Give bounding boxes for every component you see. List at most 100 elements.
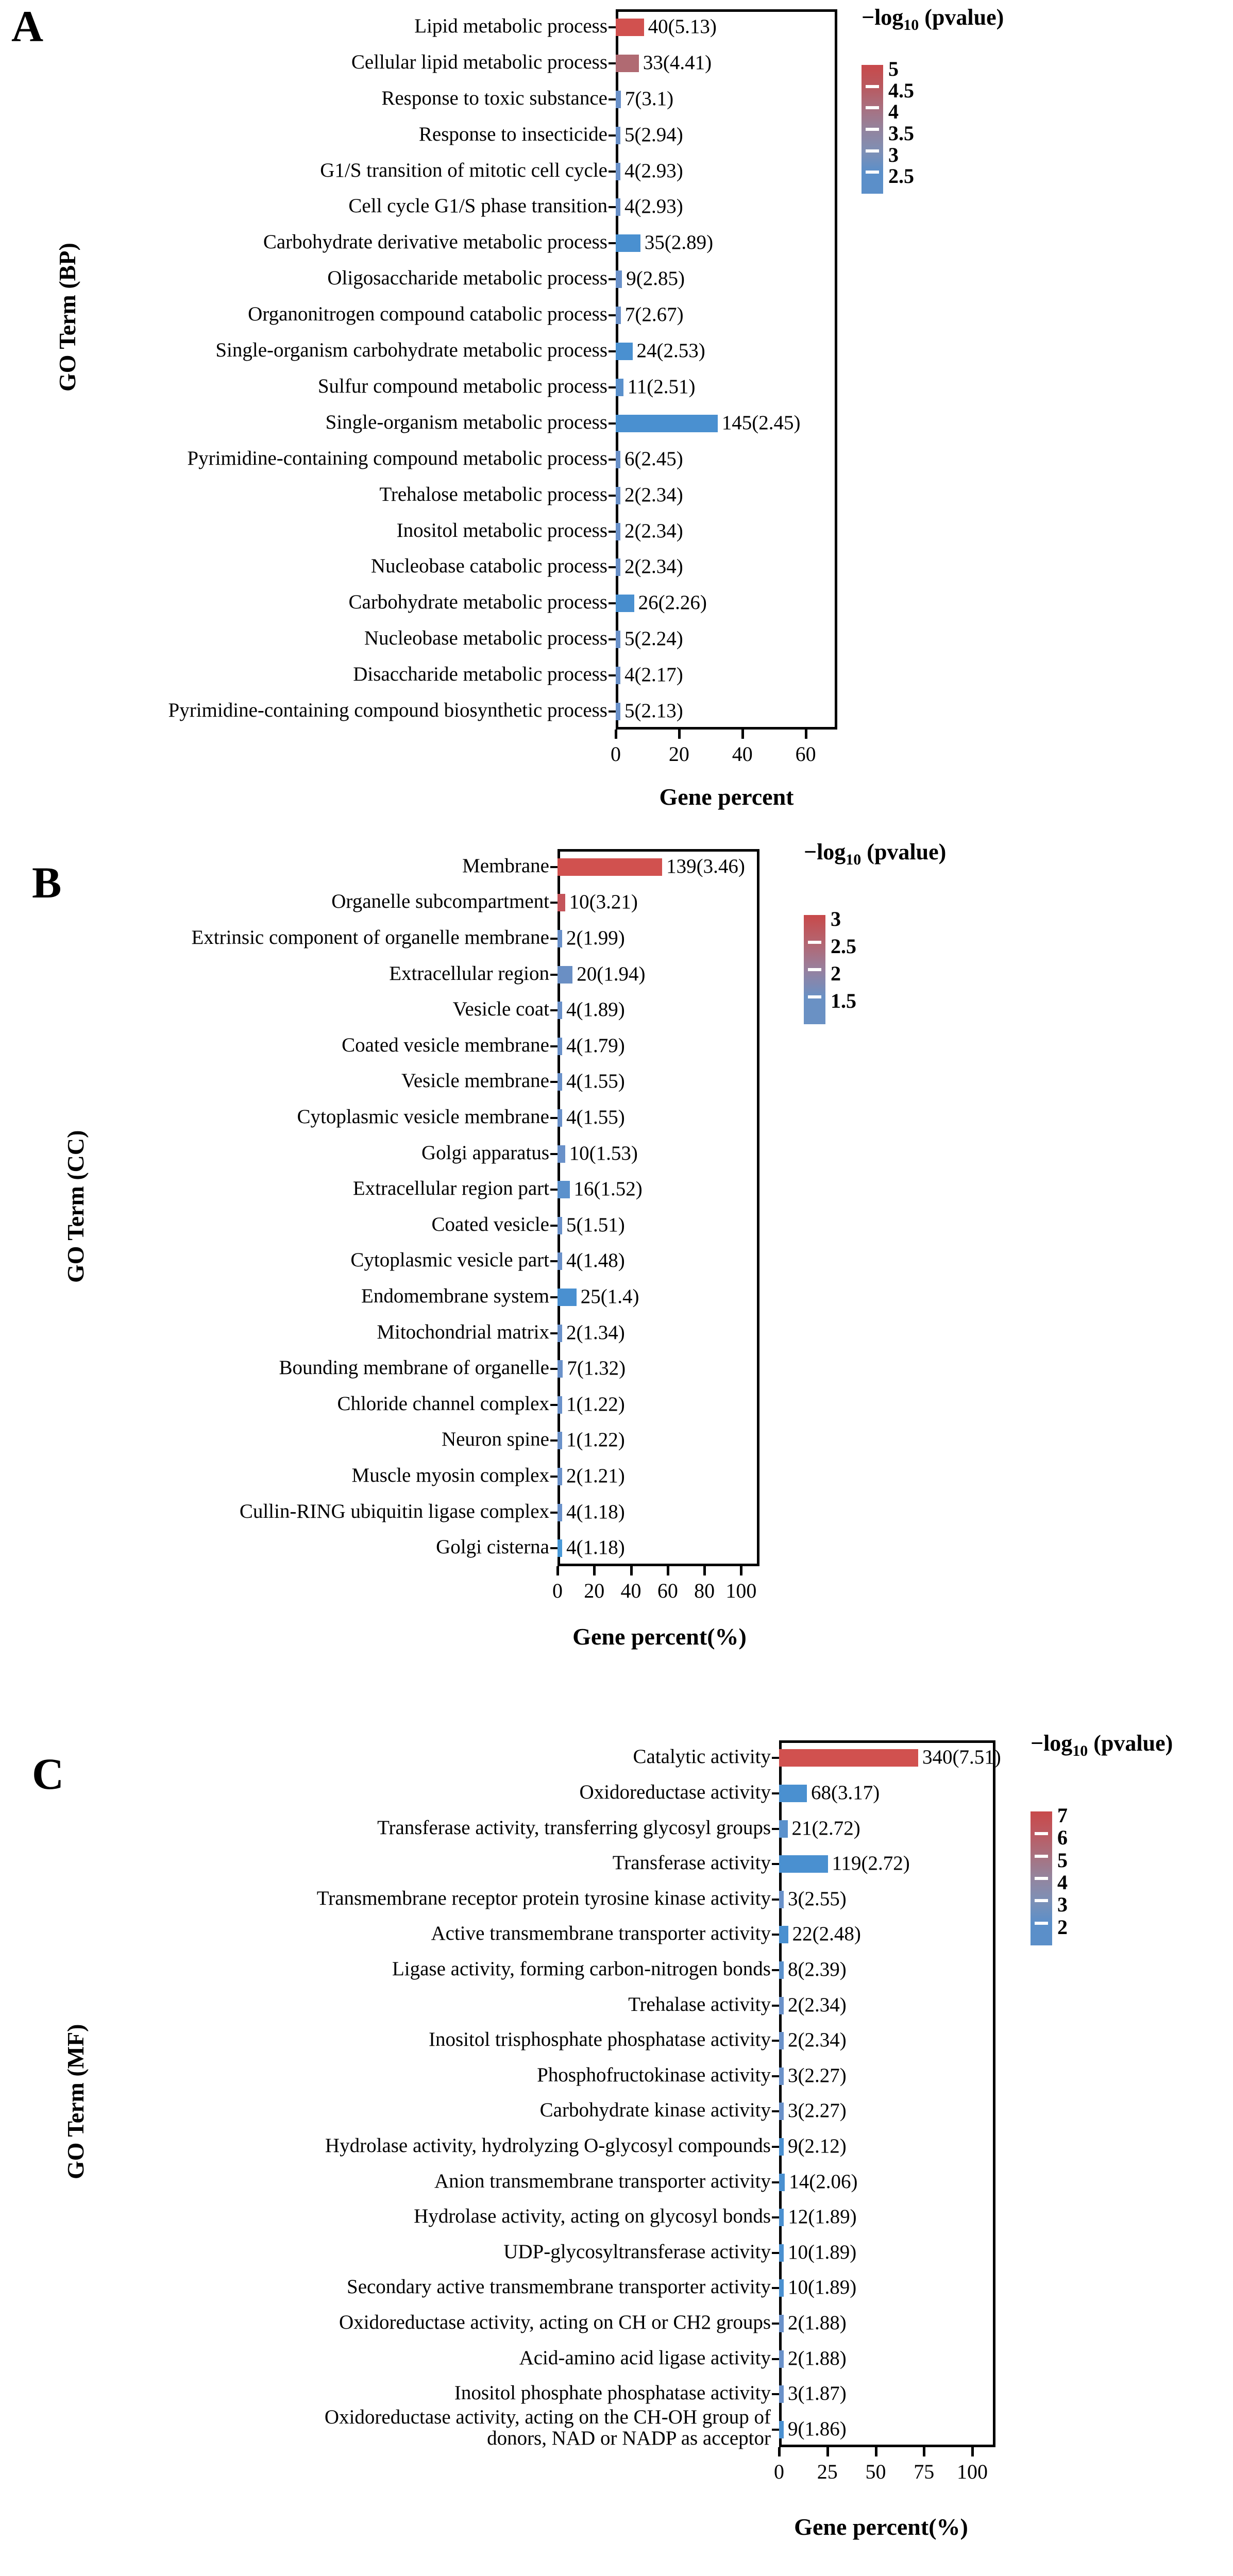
- category-label: Active transmembrane transporter activit…: [431, 1922, 771, 1945]
- category-label: Extracellular region part: [352, 1177, 549, 1200]
- bar: [779, 1749, 918, 1767]
- category-label: Acid-amino acid ligase activity: [519, 2346, 771, 2369]
- bar: [616, 667, 620, 685]
- x-axis-tick-label: 20: [668, 742, 689, 766]
- bar: [616, 234, 640, 252]
- x-axis-tick-label: 100: [957, 2460, 988, 2483]
- legend-tick-label: 5: [888, 57, 899, 80]
- category-label: Single-organism metabolic process: [325, 411, 607, 433]
- bar: [558, 858, 663, 876]
- bar: [616, 18, 644, 36]
- legend-title-prefix: −log: [1031, 1731, 1073, 1756]
- bar: [616, 414, 718, 432]
- bar-value-label: 5(2.94): [624, 123, 683, 146]
- bar-value-label: 68(3.17): [811, 1781, 880, 1804]
- legend-title-sub: 10: [1072, 1742, 1088, 1759]
- legend-tick-label: 6: [1057, 1826, 1068, 1850]
- bar: [558, 1539, 562, 1557]
- x-axis-title-c: Gene percent(%): [794, 2514, 968, 2540]
- bar-value-label: 8(2.39): [788, 1958, 847, 1980]
- panel-b: B GO Term (CC) 139(3.46)10(3.21)2(1.99)2…: [0, 829, 1233, 1716]
- y-axis-tick: [609, 710, 616, 713]
- legend-tick-gap: [1035, 1832, 1048, 1836]
- category-label: Trehalose metabolic process: [379, 483, 607, 505]
- category-label: Oxidoreductase activity, acting on the C…: [324, 2405, 771, 2449]
- legend-tick-label: 2.5: [888, 164, 914, 188]
- category-label: Bounding membrane of organelle: [279, 1357, 549, 1379]
- bar: [779, 1890, 784, 1908]
- y-axis-tick: [772, 2181, 779, 2183]
- legend-colorbar-b: [804, 915, 825, 1024]
- y-axis-tick: [609, 530, 616, 533]
- category-label: Inositol trisphosphate phosphatase activ…: [429, 2028, 771, 2051]
- y-axis-tick: [609, 350, 616, 353]
- legend-color-swatch: [1031, 1901, 1052, 1923]
- bar: [616, 486, 620, 504]
- legend-title-b: −log10 (pvalue): [804, 839, 946, 868]
- plot-area-c: 340(7.51)68(3.17)21(2.72)119(2.72)3(2.55…: [774, 1740, 1001, 2483]
- bar: [616, 558, 620, 577]
- bar-value-label: 7(1.32): [567, 1357, 626, 1380]
- bar: [558, 1145, 565, 1163]
- category-label: Golgi cisterna: [436, 1536, 549, 1558]
- legend-tick-label: 2: [1057, 1915, 1068, 1939]
- category-label: Hydrolase activity, hydrolyzing O-glycos…: [325, 2134, 771, 2157]
- bar: [558, 1468, 562, 1485]
- x-axis-tick-label: 50: [865, 2460, 886, 2483]
- category-label: G1/S transition of mitotic cell cycle: [320, 159, 607, 181]
- bar-value-label: 21(2.72): [791, 1817, 860, 1839]
- bar: [558, 1037, 562, 1055]
- y-axis-tick: [550, 902, 558, 904]
- y-axis-tick: [550, 1045, 558, 1047]
- y-axis-tick: [772, 2251, 779, 2254]
- y-axis-tick: [609, 62, 616, 64]
- x-axis-tick-label: 0: [611, 742, 621, 766]
- y-axis-tick: [609, 98, 616, 100]
- bar: [779, 2244, 784, 2262]
- x-axis-tick: [593, 1566, 596, 1575]
- category-label: Neuron spine: [441, 1428, 549, 1451]
- category-label: Anion transmembrane transporter activity: [434, 2170, 771, 2192]
- bar-value-label: 2(1.99): [566, 927, 625, 949]
- legend-color-swatch: [804, 915, 825, 942]
- bar: [779, 2173, 785, 2191]
- bar-value-label: 10(1.53): [569, 1142, 638, 1164]
- legend-color-swatch: [862, 65, 883, 87]
- bar-value-label: 4(1.48): [566, 1249, 625, 1272]
- bar: [779, 2103, 784, 2121]
- x-axis-tick: [630, 1566, 633, 1575]
- category-label: Sulfur compound metabolic process: [317, 375, 607, 397]
- y-axis-tick: [609, 26, 616, 28]
- plot-frame-a: [616, 9, 837, 730]
- bar: [558, 1109, 562, 1127]
- x-axis-tick-label: 0: [774, 2460, 784, 2483]
- bar-value-label: 9(2.12): [788, 2134, 847, 2157]
- y-axis-tick: [550, 1117, 558, 1119]
- bar-value-label: 139(3.46): [666, 855, 745, 877]
- legend-color-swatch: [862, 86, 883, 108]
- legend-tick-label: 5: [1057, 1848, 1068, 1872]
- legend-title-c: −log10 (pvalue): [1031, 1730, 1173, 1759]
- category-label: Trehalase activity: [628, 1993, 771, 2015]
- x-axis-tick: [874, 2447, 877, 2456]
- plot-area-b: 139(3.46)10(3.21)2(1.99)20(1.94)4(1.89)4…: [552, 849, 759, 1602]
- category-label: Chloride channel complex: [337, 1392, 549, 1415]
- bar-value-label: 4(2.17): [624, 664, 683, 686]
- bar: [779, 2209, 784, 2227]
- category-label: Carbohydrate derivative metabolic proces…: [263, 231, 607, 253]
- bar: [558, 965, 573, 984]
- y-axis-tick: [550, 1081, 558, 1083]
- category-label: Membrane: [462, 854, 549, 877]
- category-label: Secondary active transmembrane transport…: [347, 2276, 771, 2298]
- legend-tick-gap: [1035, 1877, 1048, 1880]
- plot-area-a: 40(5.13)33(4.41)7(3.1)5(2.94)4(2.93)4(2.…: [611, 9, 837, 766]
- bar: [616, 307, 621, 325]
- legend-tick-gap: [808, 968, 821, 971]
- bar: [616, 595, 634, 613]
- bar: [616, 631, 620, 649]
- x-axis-tick-label: 100: [725, 1579, 757, 1602]
- y-axis-tick: [772, 1792, 779, 1794]
- bar: [779, 1784, 807, 1802]
- legend-tick-gap: [1035, 1899, 1048, 1903]
